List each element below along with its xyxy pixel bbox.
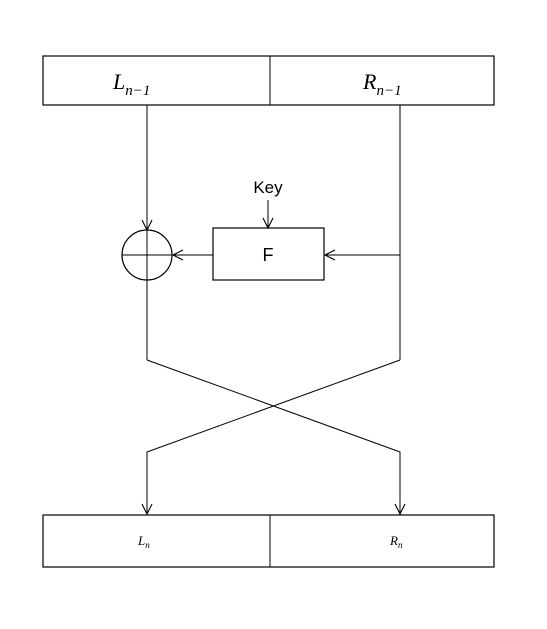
bottom-left-base: L bbox=[137, 533, 145, 548]
top-left-base: L bbox=[112, 69, 125, 94]
top-right-label: Rn−1 bbox=[362, 69, 402, 99]
crossover-to-left bbox=[147, 359, 401, 514]
top-left-sub: n−1 bbox=[125, 83, 150, 99]
bottom-block: Ln Rn bbox=[42, 514, 495, 568]
bottom-right-base: R bbox=[389, 533, 398, 548]
f-function-box: F bbox=[212, 227, 325, 281]
top-right-base: R bbox=[362, 69, 377, 94]
xor-operator bbox=[121, 229, 173, 281]
bottom-block-frame bbox=[42, 514, 495, 568]
bottom-left-sub: n bbox=[145, 540, 150, 550]
key-label: Key bbox=[253, 178, 283, 197]
top-left-label: Ln−1 bbox=[112, 69, 150, 99]
bottom-right-sub: n bbox=[398, 540, 403, 550]
bottom-right-label: Rn bbox=[389, 533, 403, 550]
bottom-left-label: Ln bbox=[137, 533, 150, 550]
top-block-frame bbox=[42, 55, 495, 106]
crossover-to-right bbox=[146, 359, 400, 514]
f-label: F bbox=[263, 245, 274, 265]
top-block: Ln−1 Rn−1 bbox=[42, 55, 495, 106]
top-right-sub: n−1 bbox=[376, 83, 401, 99]
